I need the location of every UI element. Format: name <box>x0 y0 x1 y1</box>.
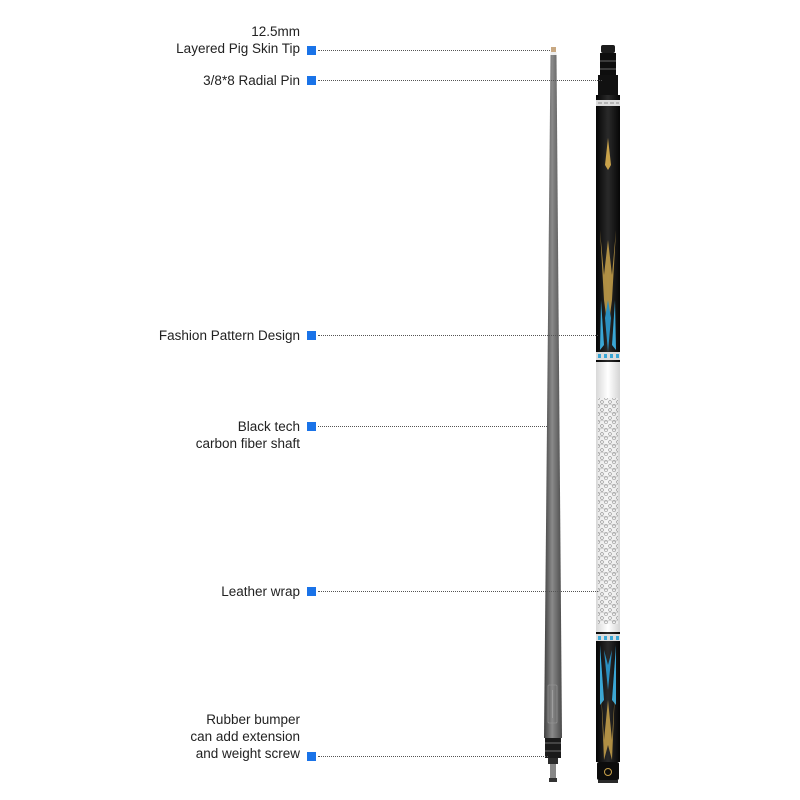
rubber-bumper <box>597 762 619 780</box>
cue-tip <box>551 47 556 53</box>
shaft-body <box>544 55 562 738</box>
annotation-shaft-line-1: Black tech <box>237 419 300 434</box>
annotation-bumper-line-2: can add extension <box>190 729 300 744</box>
leader-line-shaft <box>318 426 547 427</box>
shaft-cue <box>544 47 562 782</box>
annotation-bumper-line-1: Rubber bumper <box>206 712 300 727</box>
annotation-wrap: Leather wrap <box>221 583 300 600</box>
annotation-pin: 3/8*8 Radial Pin <box>203 72 300 89</box>
blue-square-marker-icon <box>307 46 316 55</box>
blue-square-marker-icon <box>307 331 316 340</box>
leader-line-bumper <box>318 756 548 757</box>
annotation-pattern: Fashion Pattern Design <box>159 327 300 344</box>
annotation-wrap-line-1: Leather wrap <box>221 584 300 599</box>
leader-line-pattern <box>318 335 598 336</box>
annotation-tip-line-1: 12.5mm <box>251 24 300 39</box>
radial-pin <box>601 45 615 53</box>
shaft-logo-mark <box>547 684 558 724</box>
fashion-pattern <box>596 138 620 360</box>
blue-square-marker-icon <box>307 76 316 85</box>
annotation-tip: 12.5mm Layered Pig Skin Tip <box>176 23 300 57</box>
leader-line-pin <box>318 80 602 81</box>
annotation-shaft-line-2: carbon fiber shaft <box>195 436 300 451</box>
blue-square-marker-icon <box>307 422 316 431</box>
annotation-shaft: Black tech carbon fiber shaft <box>196 418 300 452</box>
annotation-pin-line-1: 3/8*8 Radial Pin <box>203 73 300 88</box>
blue-square-marker-icon <box>307 587 316 596</box>
shaft-joint <box>545 738 561 758</box>
lower-pattern <box>600 645 616 760</box>
annotation-bumper: Rubber bumper can add extension and weig… <box>190 711 300 762</box>
leader-line-wrap <box>318 591 598 592</box>
annotation-pattern-line-1: Fashion Pattern Design <box>158 328 300 343</box>
annotation-bumper-line-3: and weight screw <box>195 746 300 761</box>
leader-line-tip <box>318 50 550 51</box>
blue-square-marker-icon <box>307 752 316 761</box>
annotation-tip-line-2: Layered Pig Skin Tip <box>176 41 300 56</box>
butt-cue <box>596 45 620 783</box>
